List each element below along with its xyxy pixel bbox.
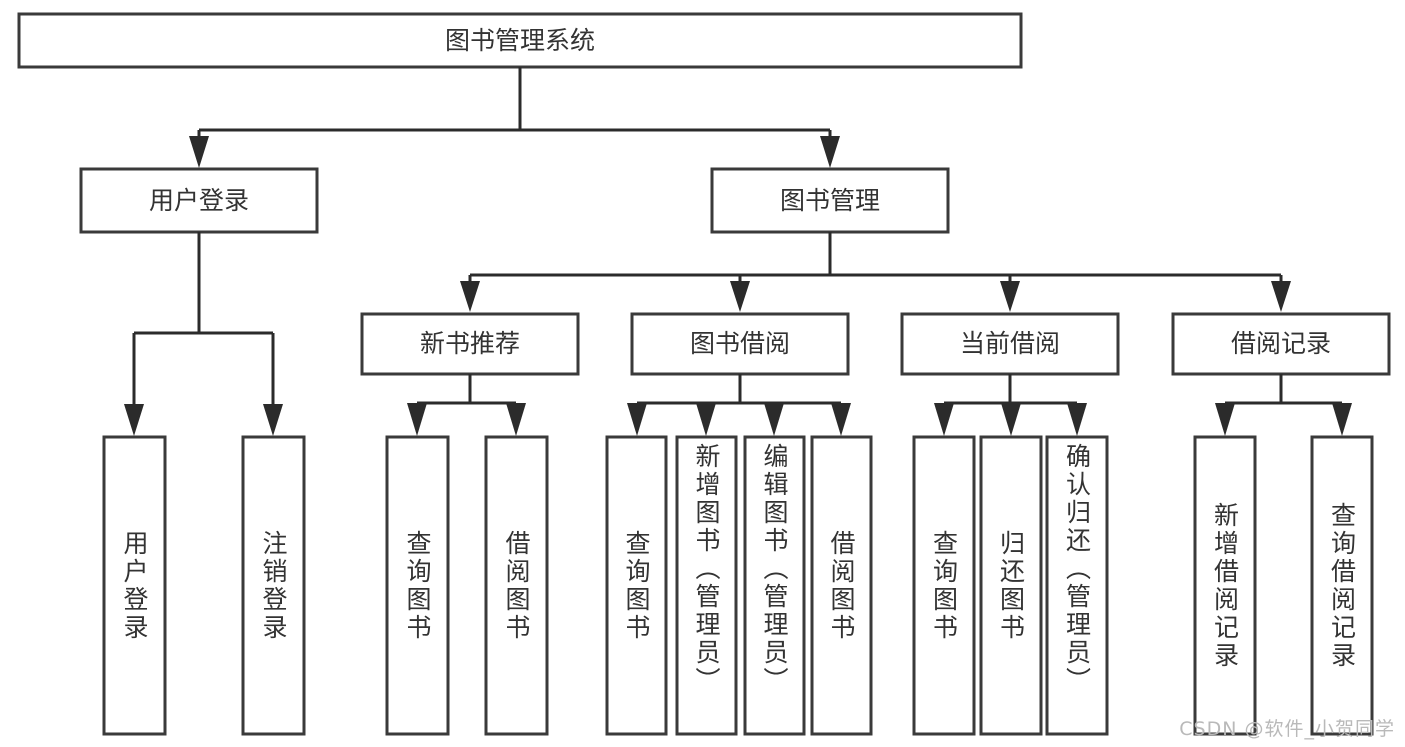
leaf-user-login-2-box[interactable] <box>241 435 306 736</box>
node-borrow-record-label: 借阅记录 <box>1231 329 1331 358</box>
arrowhead-leaf-user-login-2 <box>263 404 283 436</box>
arrowhead-leaf-book-borrow-3 <box>764 403 784 436</box>
leaf-book-borrow-3-box[interactable] <box>743 435 806 736</box>
node-book-borrow-label: 图书借阅 <box>690 329 790 358</box>
leaf-new-book-2-box[interactable] <box>484 435 549 736</box>
leaf-book-borrow-2-box[interactable] <box>675 435 738 736</box>
arrowhead-new-book <box>460 281 480 312</box>
node-root-box[interactable] <box>17 12 1023 69</box>
arrowhead-leaf-new-book-2 <box>506 403 526 436</box>
watermark-text: CSDN @软件_小贺同学 <box>1179 718 1395 740</box>
node-current-borrow-box[interactable] <box>900 312 1120 376</box>
arrowhead-book-borrow <box>730 281 750 312</box>
arrowhead-leaf-current-borrow-2 <box>1001 403 1021 436</box>
leaf-current-borrow-2-box[interactable] <box>979 435 1043 736</box>
arrowhead-leaf-new-book-1 <box>407 403 427 436</box>
arrowhead-book-mgmt <box>820 136 840 168</box>
node-current-borrow-label: 当前借阅 <box>960 329 1060 358</box>
leaf-book-borrow-4-box[interactable] <box>810 435 873 736</box>
node-new-book-label: 新书推荐 <box>420 329 520 358</box>
leaf-borrow-record-1-box[interactable] <box>1193 435 1257 736</box>
arrowhead-borrow-record <box>1271 281 1291 312</box>
node-root-label: 图书管理系统 <box>445 26 595 55</box>
arrowhead-leaf-user-login-1 <box>124 404 144 436</box>
leaf-new-book-1-box[interactable] <box>385 435 450 736</box>
leaf-current-borrow-3-box[interactable] <box>1045 435 1109 736</box>
node-new-book-box[interactable] <box>360 312 580 376</box>
arrowhead-leaf-book-borrow-4 <box>831 403 851 436</box>
node-book-borrow-box[interactable] <box>630 312 850 376</box>
arrowhead-leaf-current-borrow-3 <box>1067 403 1087 436</box>
node-book-mgmt-label: 图书管理 <box>780 186 880 215</box>
arrowhead-user-login <box>189 136 209 168</box>
leaf-book-borrow-1-box[interactable] <box>605 435 668 736</box>
node-borrow-record-box[interactable] <box>1171 312 1391 376</box>
arrowhead-leaf-borrow-record-1 <box>1215 403 1235 436</box>
arrowhead-current-borrow <box>1000 281 1020 312</box>
arrowhead-leaf-current-borrow-1 <box>934 403 954 436</box>
node-user-login-label: 用户登录 <box>149 186 249 215</box>
leaf-current-borrow-1-box[interactable] <box>912 435 976 736</box>
node-book-mgmt-box[interactable] <box>710 167 950 234</box>
arrowhead-leaf-book-borrow-1 <box>627 403 647 436</box>
arrowhead-leaf-borrow-record-2 <box>1332 403 1352 436</box>
leaf-user-login-1-box[interactable] <box>102 435 167 736</box>
arrowhead-leaf-book-borrow-2 <box>696 403 716 436</box>
leaf-borrow-record-2-box[interactable] <box>1310 435 1374 736</box>
